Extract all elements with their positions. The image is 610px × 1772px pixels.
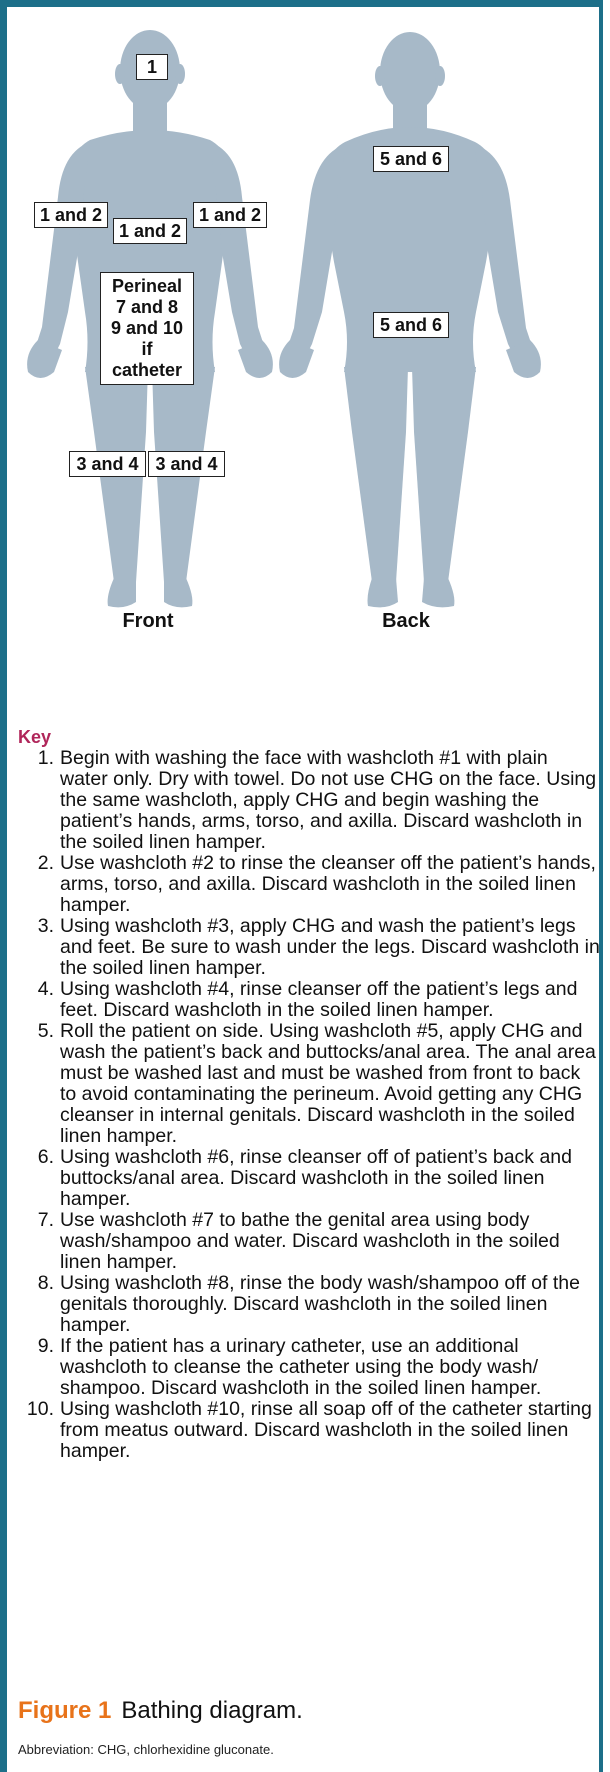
key-item: 3. Using washcloth #3, apply CHG and wash… (14, 916, 600, 979)
key-item-number: 4. (14, 979, 54, 1000)
label-right-arm-front: 1 and 2 (34, 202, 108, 228)
perineal-line: 9 and 10 (103, 318, 191, 339)
label-left-leg-front: 3 and 4 (148, 451, 225, 477)
key-item-number: 1. (14, 748, 54, 769)
key-item-number: 9. (14, 1336, 54, 1357)
key-item: 6. Using washcloth #6, rinse cleanser off… (14, 1147, 600, 1210)
key-item-number: 5. (14, 1021, 54, 1042)
figure-title: Bathing diagram. (121, 1697, 302, 1724)
key-item: 10. Using washcloth #10, rinse all soap o… (14, 1399, 600, 1462)
key-item-number: 7. (14, 1210, 54, 1231)
key-item-number: 2. (14, 853, 54, 874)
key-item-text: Use washcloth #7 to bathe the genital ar… (60, 1210, 600, 1273)
key-item-text: Using washcloth #8, rinse the body wash/… (60, 1273, 600, 1336)
bathing-diagram: 1 1 and 2 1 and 2 1 and 2 Perineal 7 and… (10, 12, 600, 712)
label-torso-front: 1 and 2 (113, 218, 187, 244)
label-lower-back: 5 and 6 (373, 312, 449, 338)
key-item: 1. Begin with washing the face with washc… (14, 748, 600, 853)
front-caption: Front (88, 610, 208, 633)
key-item-text: Using washcloth #6, rinse cleanser off o… (60, 1147, 600, 1210)
key-item: 4. Using washcloth #4, rinse cleanser off… (14, 979, 600, 1021)
key-item-text: Begin with washing the face with washclo… (60, 748, 600, 853)
key-item-text: Using washcloth #4, rinse cleanser off t… (60, 979, 600, 1021)
key-item-number: 8. (14, 1273, 54, 1294)
perineal-line: if (103, 339, 191, 360)
label-head-front: 1 (136, 54, 168, 80)
key-title: Key (18, 727, 51, 748)
key-item: 2. Use washcloth #2 to rinse the cleanser… (14, 853, 600, 916)
key-item: 5. Roll the patient on side. Using washcl… (14, 1021, 600, 1147)
body-silhouettes (10, 12, 600, 712)
label-right-leg-front: 3 and 4 (69, 451, 146, 477)
back-caption: Back (346, 610, 466, 633)
abbreviation-note: Abbreviation: CHG, chlorhexidine glucona… (18, 1742, 274, 1757)
key-list: 1. Begin with washing the face with washc… (14, 748, 600, 1462)
key-item-text: Using washcloth #3, apply CHG and wash t… (60, 916, 600, 979)
label-upper-back: 5 and 6 (373, 146, 449, 172)
perineal-line: 7 and 8 (103, 297, 191, 318)
label-perineal-front: Perineal 7 and 8 9 and 10 if catheter (100, 272, 194, 385)
label-left-arm-front: 1 and 2 (193, 202, 267, 228)
perineal-line: Perineal (103, 276, 191, 297)
key-item-number: 3. (14, 916, 54, 937)
figure-caption: Figure 1 Bathing diagram. (18, 1697, 303, 1725)
figure-number: Figure 1 (18, 1697, 111, 1724)
key-item: 8. Using washcloth #8, rinse the body was… (14, 1273, 600, 1336)
key-item: 7. Use washcloth #7 to bathe the genital … (14, 1210, 600, 1273)
key-item-text: If the patient has a urinary catheter, u… (60, 1336, 600, 1399)
perineal-line: catheter (103, 360, 191, 381)
key-item-number: 6. (14, 1147, 54, 1168)
key-item-text: Roll the patient on side. Using washclot… (60, 1021, 600, 1147)
key-item-text: Using washcloth #10, rinse all soap off … (60, 1399, 600, 1462)
key-item-number: 10. (14, 1399, 54, 1420)
key-item-text: Use washcloth #2 to rinse the cleanser o… (60, 853, 600, 916)
key-item: 9. If the patient has a urinary catheter,… (14, 1336, 600, 1399)
